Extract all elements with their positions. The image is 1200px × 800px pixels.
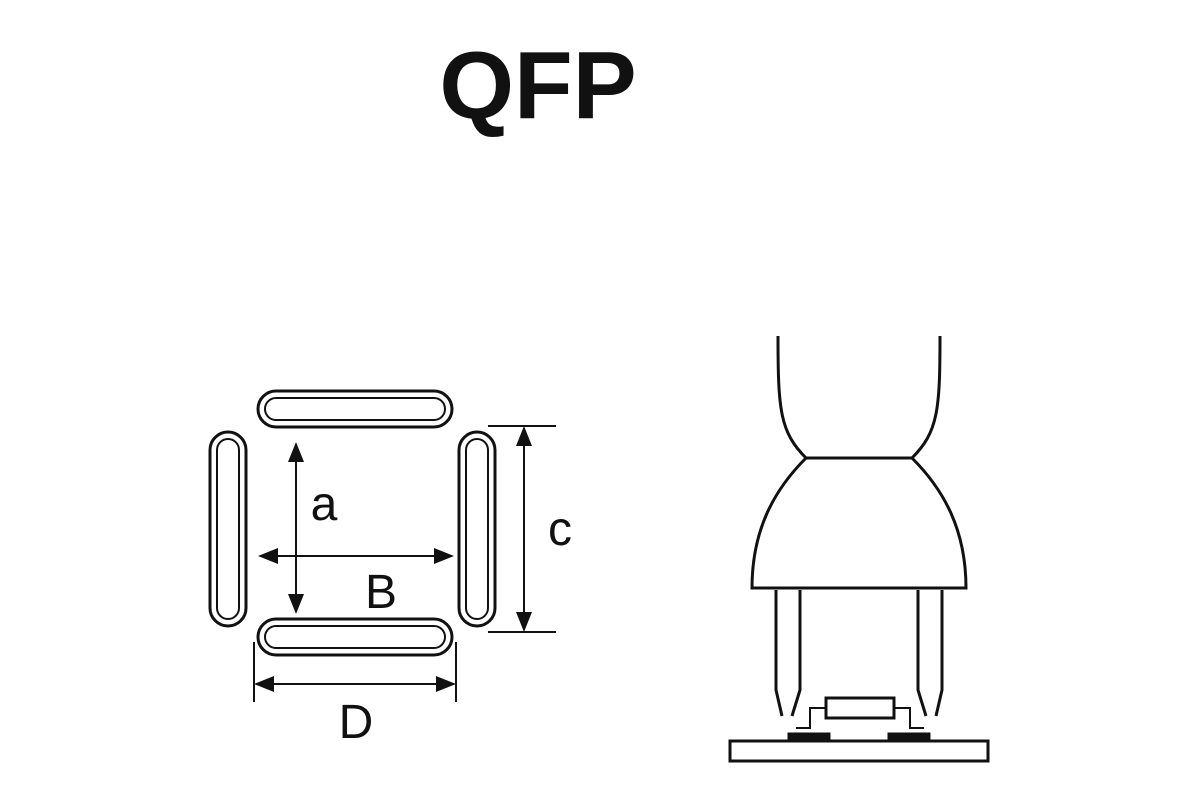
dimension-b-label: B <box>365 566 397 619</box>
right-slot <box>457 430 497 628</box>
dimension-a-label: a <box>311 478 338 531</box>
nozzle-legs <box>774 590 944 717</box>
component-lead-left <box>796 707 826 729</box>
nozzle-bell <box>750 456 968 590</box>
nozzle-top-view: a B c D <box>208 389 572 749</box>
component-lead-right <box>894 707 924 729</box>
qfp-component <box>824 696 896 720</box>
pcb-board <box>728 739 990 763</box>
nozzle-side-view <box>728 335 990 763</box>
diagram-title: QFP <box>439 32 636 139</box>
dimension-c-label: c <box>548 503 572 556</box>
nozzle-tube <box>776 335 942 460</box>
dimension-d-label: D <box>339 696 374 749</box>
bottom-slot <box>256 617 454 657</box>
top-slot <box>256 389 454 429</box>
left-slot <box>208 430 248 628</box>
